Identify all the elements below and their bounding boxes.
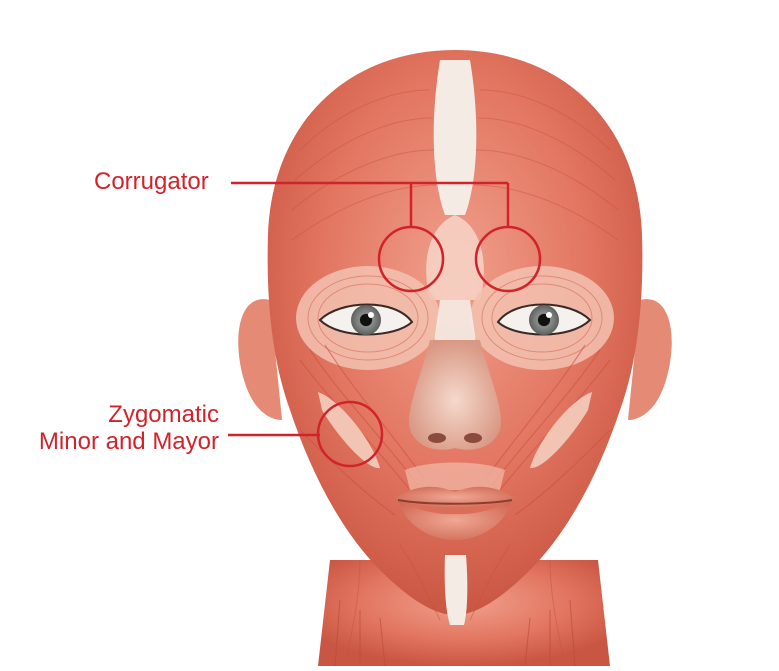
corrugator-label: Corrugator [94,168,209,195]
zygomatic-label: Zygomatic Minor and Mayor [39,401,219,455]
chin-tendon [445,555,468,625]
zygomatic-label-line2: Minor and Mayor [39,428,219,455]
forehead-tendon [434,60,477,215]
zygomatic-label-line1: Zygomatic [39,401,219,428]
